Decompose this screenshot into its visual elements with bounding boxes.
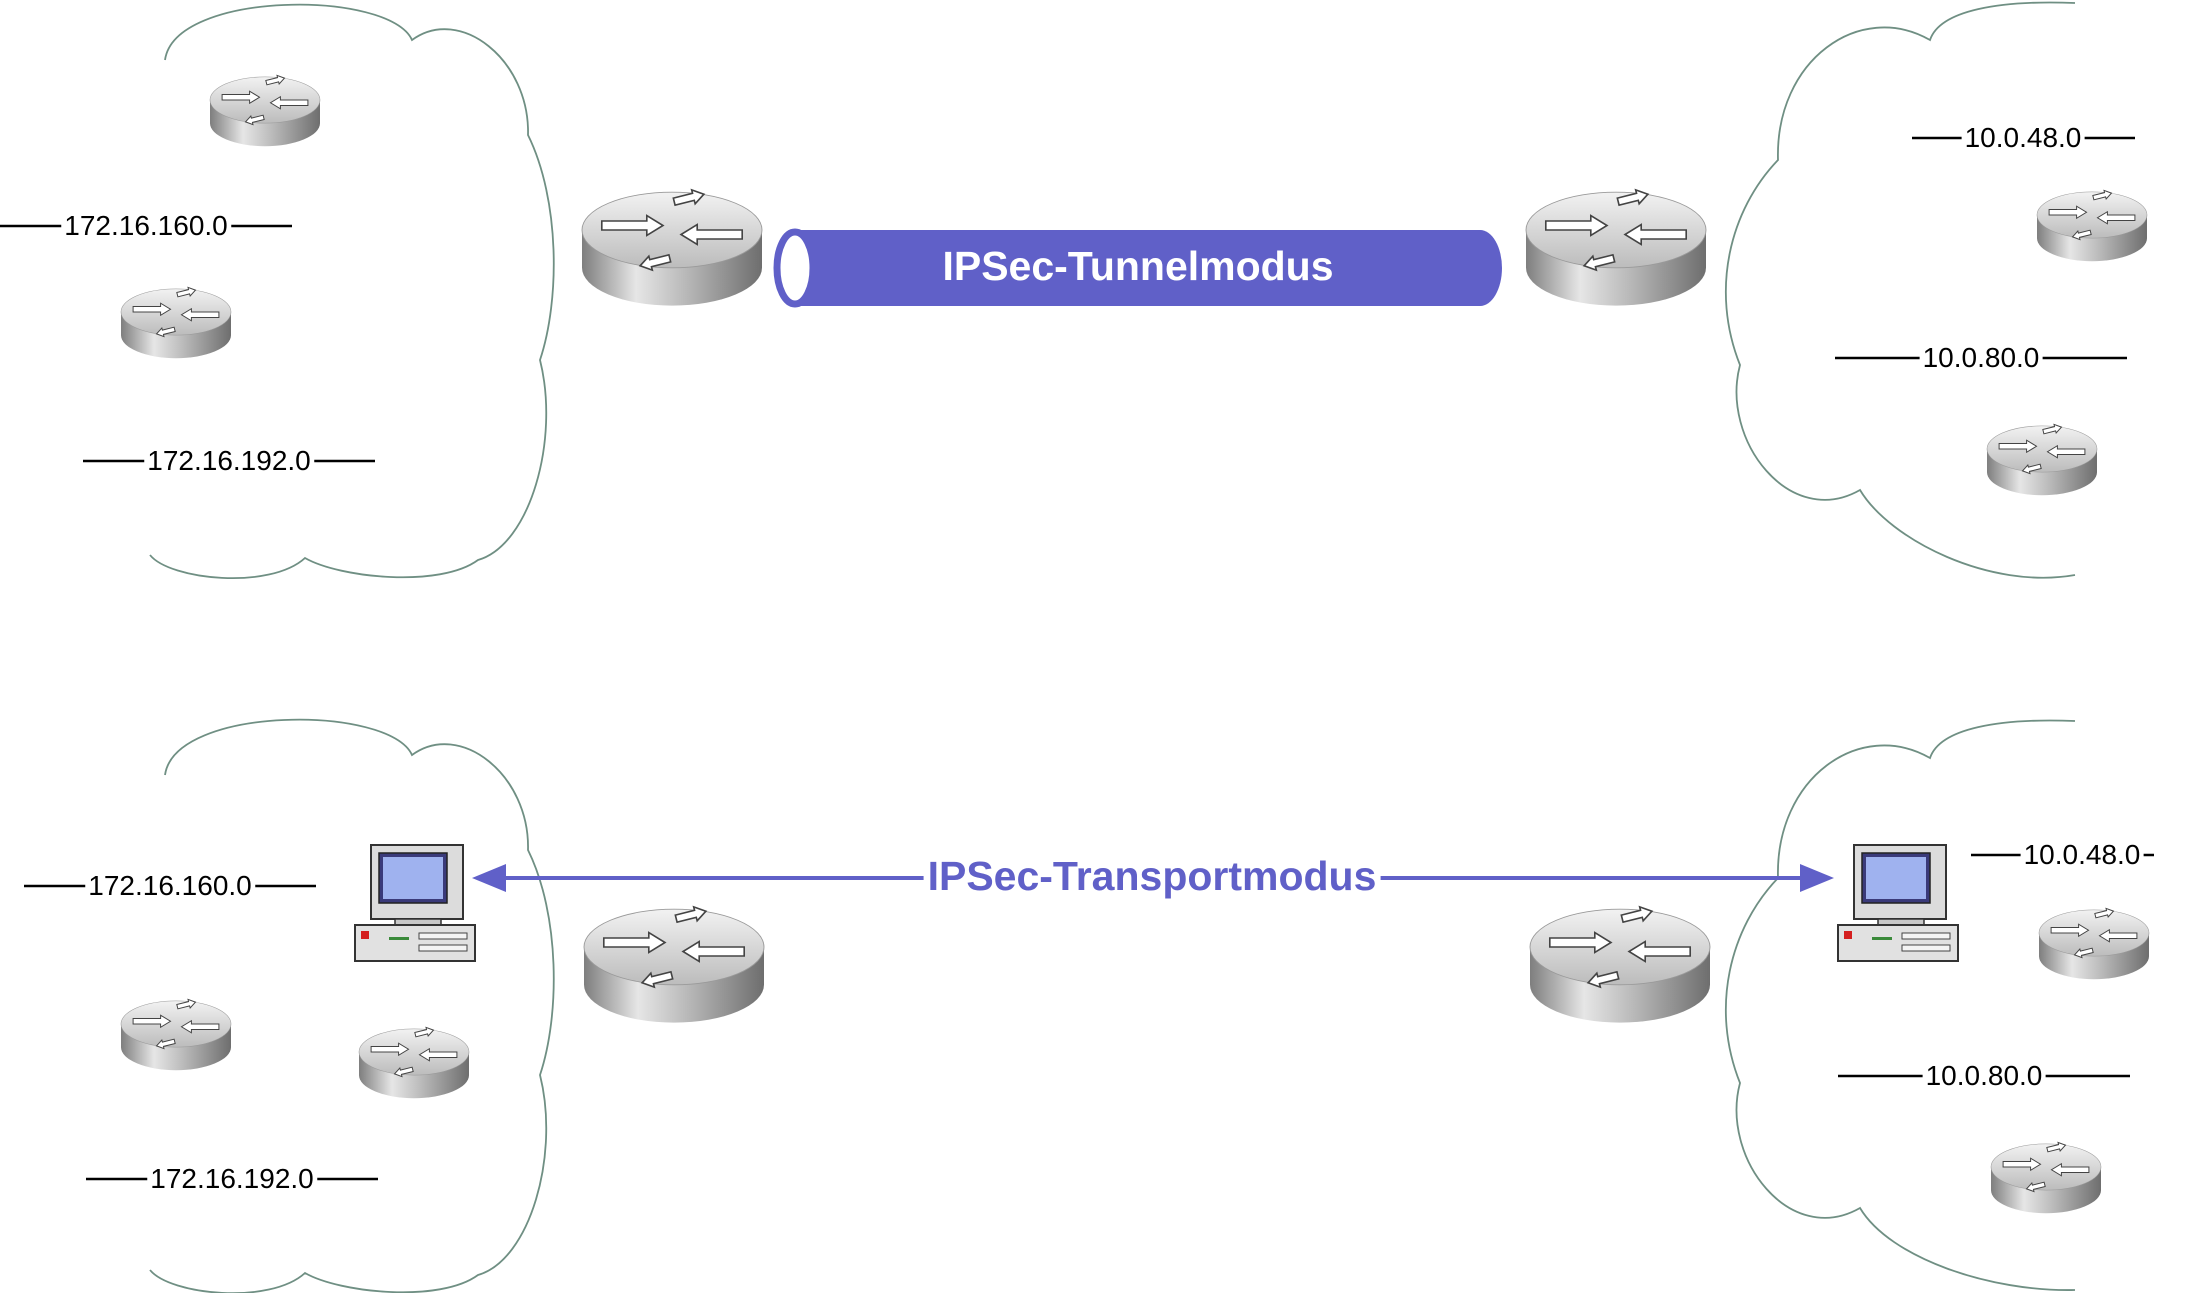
- router-icon: [120, 285, 232, 359]
- router-icon: [1986, 422, 2098, 496]
- cloud-icon: [1724, 719, 2076, 1291]
- router-icon: [2036, 188, 2148, 262]
- router-icon: [1990, 1140, 2102, 1214]
- router-icon: [2038, 906, 2150, 980]
- router-icon: [209, 73, 321, 147]
- router-icon: [358, 1025, 470, 1099]
- cloud-icon: [149, 718, 555, 1293]
- router-icon: [120, 997, 232, 1071]
- router-icon: [1529, 903, 1711, 1024]
- router-icon: [581, 186, 763, 307]
- workstation-icon: [354, 844, 476, 962]
- cloud-icon: [149, 3, 555, 580]
- transport-arrow: [472, 864, 1834, 892]
- ipsec-tunnel: [773, 228, 1502, 308]
- workstation-icon: [1837, 844, 1959, 962]
- router-icon: [1525, 186, 1707, 307]
- cloud-icon: [1724, 1, 2076, 579]
- router-icon: [583, 903, 765, 1024]
